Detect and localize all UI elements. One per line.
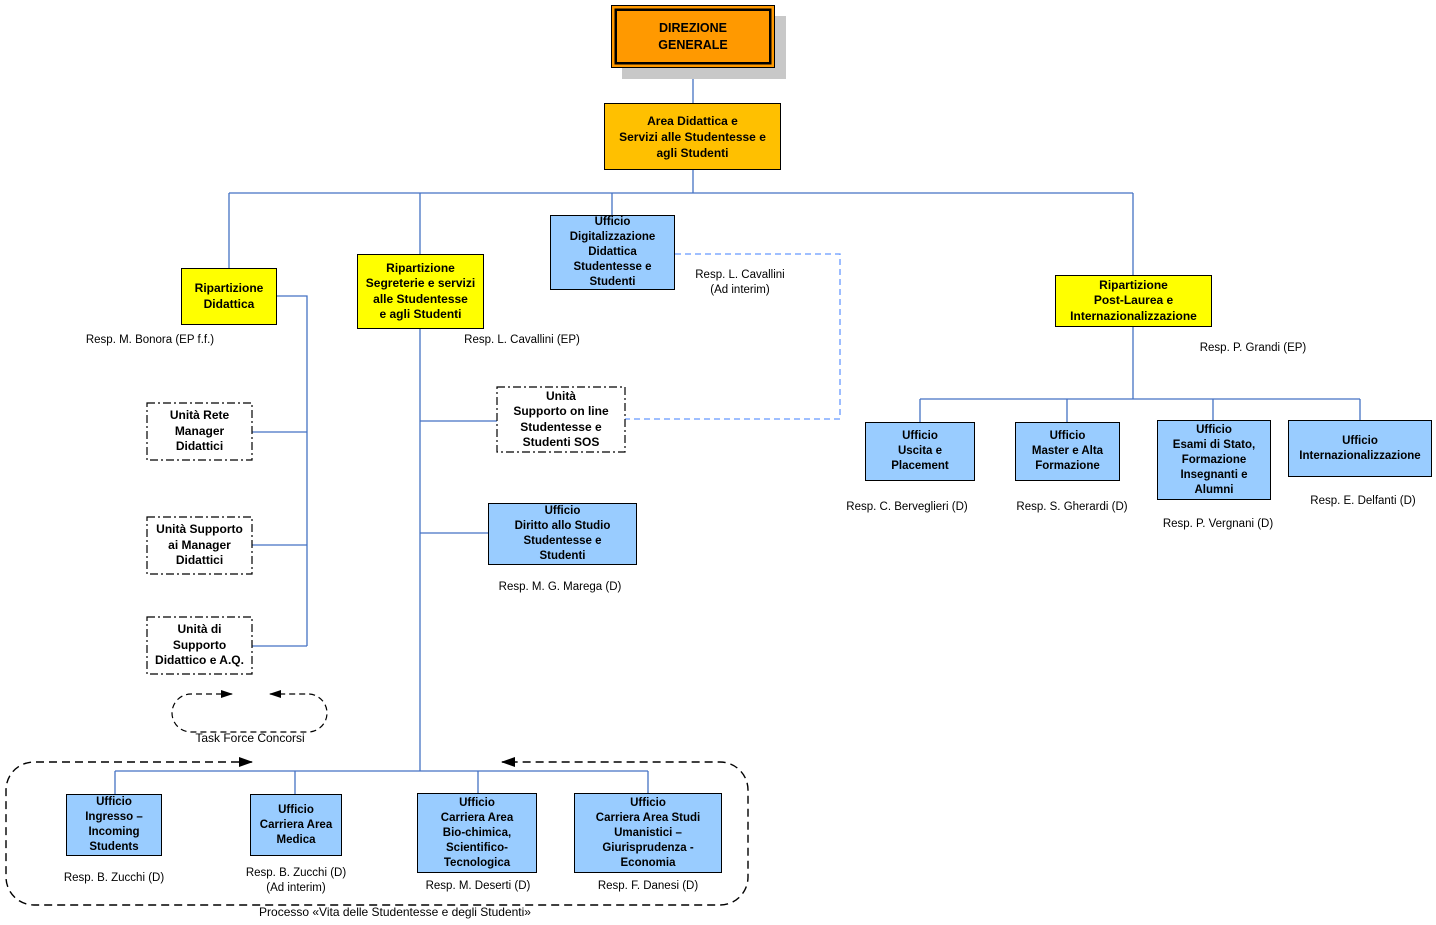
resp-grandi: Resp. P. Grandi (EP): [1199, 342, 1307, 354]
processo-caption: Processo «Vita delle Studentesse e degli…: [259, 905, 531, 919]
node-label: Unità Supporto on line Studentesse e Stu…: [513, 388, 609, 450]
processo-arrow-right: [239, 757, 253, 767]
node-ufficio-carriera-medica: Ufficio Carriera Area Medica: [250, 794, 342, 856]
task-force-outline: [171, 693, 328, 733]
node-ufficio-carriera-bio: Ufficio Carriera Area Bio-chimica, Scien…: [417, 793, 537, 873]
node-label: Ripartizione Segreterie e servizi alle S…: [365, 260, 476, 322]
task-force-arrow-right: [221, 690, 233, 698]
resp-deserti: Resp. M. Deserti (D): [425, 880, 531, 892]
node-label: Ufficio Uscita e Placement: [891, 430, 949, 472]
node-unita-supporto-manager: Unità Supporto ai Manager Didattici: [147, 517, 252, 574]
node-label: Ufficio Internazionalizzazione: [1299, 434, 1421, 462]
node-label: Unità Rete Manager Didattici: [169, 408, 230, 454]
node-label: Ufficio Diritto allo Studio Studentesse …: [514, 505, 611, 562]
dashed-interim-connector: [625, 253, 841, 420]
node-direzione-generale: DIREZIONE GENERALE: [611, 5, 775, 68]
node-area-didattica: Area Didattica e Servizi alle Studentess…: [604, 103, 781, 170]
node-unita-rete-manager: Unità Rete Manager Didattici: [147, 403, 252, 460]
task-force-arrow-left: [269, 690, 281, 698]
resp-vergnani: Resp. P. Vergnani (D): [1162, 518, 1274, 530]
node-label: Ufficio Carriera Area Bio-chimica, Scien…: [440, 796, 514, 869]
resp-danesi: Resp. F. Danesi (D): [597, 880, 699, 892]
node-label: DIREZIONE GENERALE: [658, 20, 728, 52]
node-label: Ufficio Master e Alta Formazione: [1031, 430, 1104, 472]
resp-cavallini-interim: Resp. L. Cavallini (Ad interim): [695, 269, 785, 296]
node-ripartizione-post-laurea: Ripartizione Post-Laurea e Internazional…: [1055, 275, 1212, 327]
node-ufficio-carriera-umanistici: Ufficio Carriera Area Studi Umanistici –…: [574, 793, 722, 873]
node-label: Unità Supporto ai Manager Didattici: [156, 522, 243, 568]
node-label: Area Didattica e Servizi alle Studentess…: [619, 113, 766, 160]
node-ripartizione-didattica: Ripartizione Didattica: [181, 268, 277, 325]
task-force-label: Task Force Concorsi: [195, 731, 305, 745]
resp-zucchi: Resp. B. Zucchi (D): [63, 872, 165, 884]
node-label: Ripartizione Didattica: [194, 281, 264, 311]
node-ripartizione-segreterie: Ripartizione Segreterie e servizi alle S…: [357, 254, 484, 329]
resp-bonora: Resp. M. Bonora (EP f.f.): [85, 334, 215, 346]
resp-zucchi-interim: Resp. B. Zucchi (D) (Ad interim): [245, 867, 347, 894]
node-ufficio-ingresso: Ufficio Ingresso – Incoming Students: [66, 794, 162, 856]
resp-cavallini-ep: Resp. L. Cavallini (EP): [464, 334, 580, 346]
node-ufficio-diritto-studio: Ufficio Diritto allo Studio Studentesse …: [488, 503, 637, 565]
node-ufficio-digitalizzazione: Ufficio Digitalizzazione Didattica Stude…: [550, 215, 675, 290]
node-ufficio-master: Ufficio Master e Alta Formazione: [1015, 422, 1120, 481]
node-ufficio-uscita-placement: Ufficio Uscita e Placement: [865, 422, 975, 481]
node-label: Unità di Supporto Didattico e A.Q.: [155, 622, 244, 668]
node-label: Ripartizione Post-Laurea e Internazional…: [1070, 277, 1197, 323]
node-unita-supporto-didattico: Unità di Supporto Didattico e A.Q.: [147, 617, 252, 674]
node-label: Ufficio Ingresso – Incoming Students: [85, 796, 143, 853]
processo-arrow-left: [501, 757, 515, 767]
node-label: Ufficio Digitalizzazione Didattica Stude…: [569, 216, 656, 288]
dash-dot-unit-borders: [146, 386, 626, 675]
resp-delfanti: Resp. E. Delfanti (D): [1310, 495, 1416, 507]
resp-berveglieri: Resp. C. Berveglieri (D): [846, 501, 968, 513]
solid-connectors: [114, 68, 1361, 794]
node-ufficio-esami-stato: Ufficio Esami di Stato, Formazione Inseg…: [1157, 420, 1271, 500]
processo-outline: [5, 761, 749, 906]
node-label: Ufficio Esami di Stato, Formazione Inseg…: [1172, 423, 1256, 496]
node-unita-sos: Unità Supporto on line Studentesse e Stu…: [497, 387, 625, 452]
node-label: Ufficio Carriera Area Studi Umanistici –…: [595, 796, 701, 869]
node-ufficio-internazionalizzazione: Ufficio Internazionalizzazione: [1288, 420, 1432, 477]
resp-gherardi: Resp. S. Gherardi (D): [1016, 501, 1128, 513]
resp-marega: Resp. M. G. Marega (D): [498, 581, 622, 593]
node-label: Ufficio Carriera Area Medica: [259, 803, 333, 846]
